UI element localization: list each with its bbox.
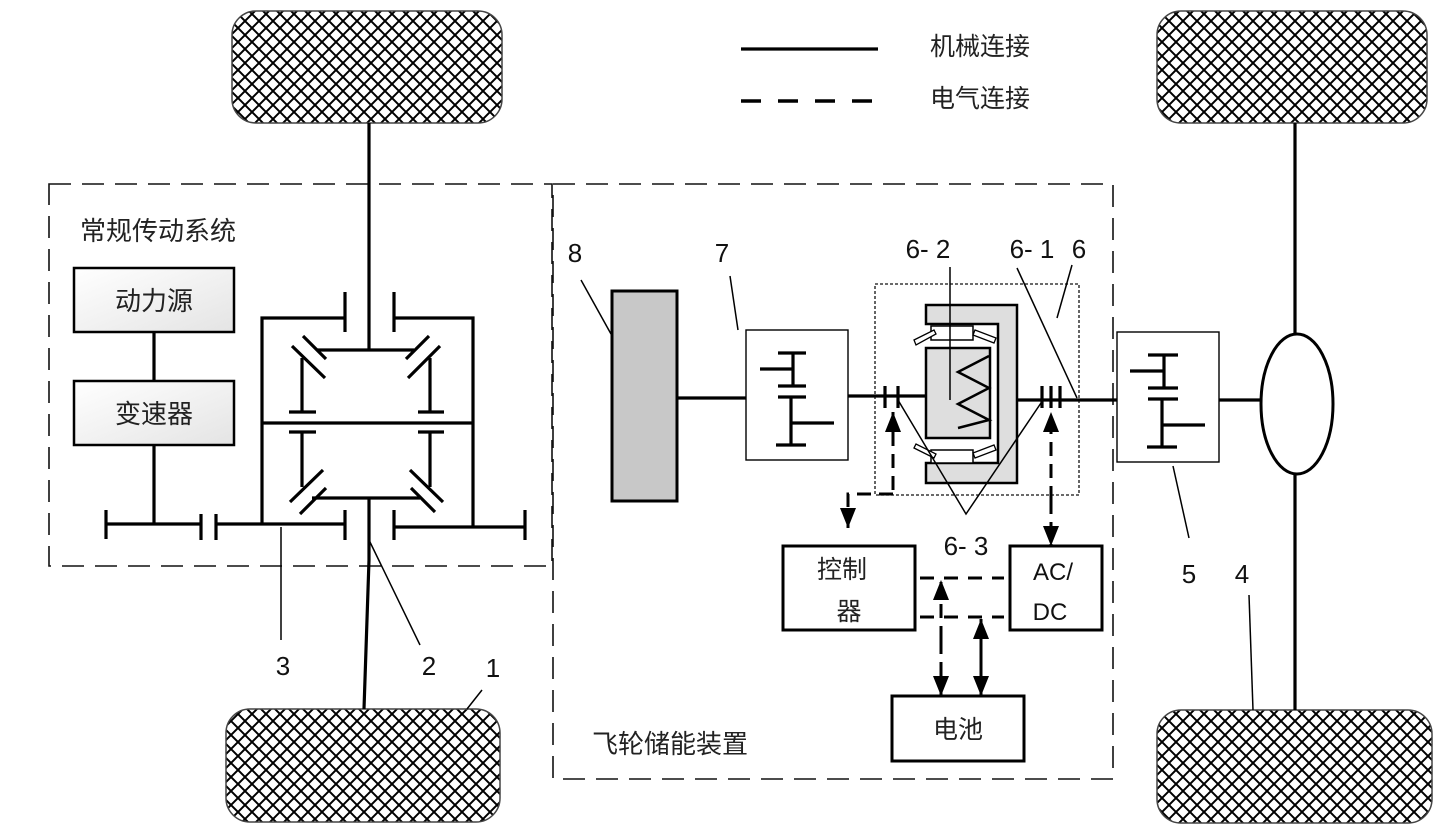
controller-block: 控制 器 [781,544,917,632]
wheel-rear-right [1156,709,1433,824]
callout-6-1-leader [1016,267,1078,399]
gearbox-label: 变速器 [115,400,193,430]
flywheel-storage-frame [552,183,1114,780]
final-drive-gear [104,510,527,540]
wheel-front-left [231,10,503,124]
callout-8-leader [580,279,612,335]
rear-differential [1259,332,1335,476]
flywheel [610,289,679,503]
callout-5-leader [1172,465,1190,539]
callout-3: 3 [276,651,290,681]
power-source-block: 动力源 [72,266,236,334]
legend-electrical-label: 电气连接 [930,84,1030,113]
bearing-top [930,325,974,341]
gearbox-block: 变速器 [72,379,236,447]
callout-2-leader [368,539,421,646]
callout-7-leader [729,275,739,331]
rear-left-axle-shaft [362,498,371,710]
gear-transmission-5 [1116,331,1220,463]
wheel-rear-left [225,708,501,823]
callout-6-3-leader [897,399,1044,516]
callout-8: 8 [568,238,582,268]
bearing-bottom [930,449,974,464]
callout-6: 6 [1072,234,1086,264]
callout-6-1: 6- 1 [1010,234,1055,264]
callout-4: 4 [1235,559,1249,589]
flywheel-storage-label: 飞轮储能装置 [592,730,748,760]
callout-2: 2 [422,651,436,681]
callout-5: 5 [1182,559,1196,589]
motor-winding [955,354,993,430]
callout-4-leader [1248,594,1254,711]
callout-1-leader [466,689,483,710]
acdc-label-line2: DC [1033,599,1068,626]
controller-label-line1: 控制 [817,555,867,584]
conventional-drivetrain-label: 常规传动系统 [80,217,236,247]
acdc-label-line1: AC/ [1033,559,1073,586]
controller-label-line2: 器 [836,597,861,626]
battery-block: 电池 [890,694,1026,763]
callout-7: 7 [715,238,729,268]
callout-6-3: 6- 3 [944,531,989,561]
battery-label: 电池 [933,715,983,744]
conventional-drivetrain-frame [48,183,553,567]
power-source-label: 动力源 [115,287,193,317]
wheel-front-right [1156,10,1428,124]
coupling-right [1040,386,1062,408]
acdc-converter-block: AC/ DC [1008,544,1104,632]
sensor-link-controller [840,412,901,528]
differential [260,292,475,527]
callout-1: 1 [486,653,500,683]
legend: 机械连接 电气连接 [741,32,1030,113]
motor-unit-6-frame [874,283,1080,496]
callout-6-leader [1056,264,1073,319]
callout-6-2: 6- 2 [906,234,951,264]
coupling-left [883,386,900,408]
gear-transmission-7 [745,329,849,461]
legend-mechanical-label: 机械连接 [930,32,1030,61]
motor-housing [913,303,1019,485]
